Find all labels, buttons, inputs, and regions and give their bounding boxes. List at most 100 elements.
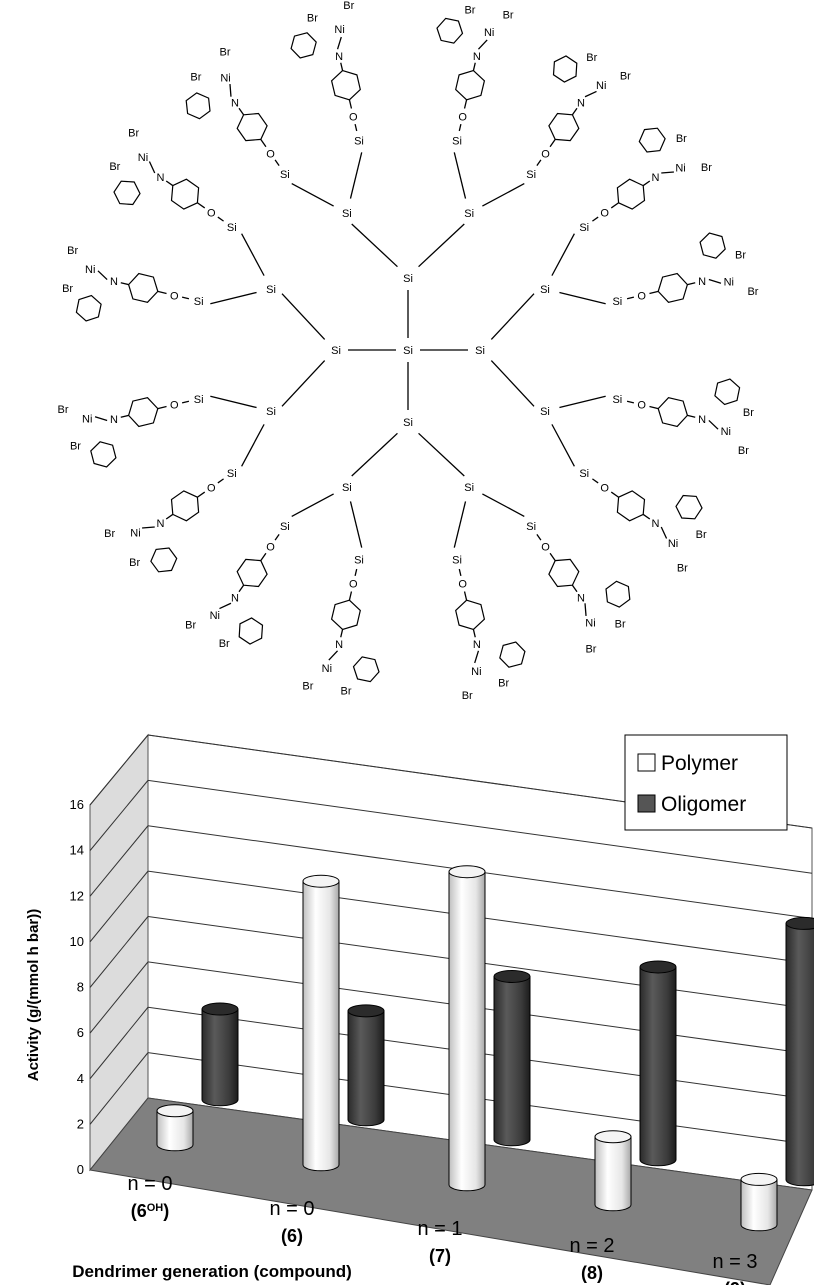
silicon-atom: Si	[280, 521, 290, 533]
nitrogen-atom: N	[156, 518, 164, 530]
nitrogen-atom: N	[231, 97, 239, 109]
nickel-atom: Ni	[668, 538, 678, 550]
gridline-side	[89, 780, 149, 851]
pyridine-ring	[113, 180, 141, 206]
nitrogen-atom: N	[473, 51, 481, 63]
silicon-atom: Si	[266, 406, 276, 418]
silicon-atom: Si	[540, 406, 550, 418]
aryl-ring	[548, 558, 580, 588]
pyridine-ring	[75, 294, 102, 322]
legend-swatch-oligomer	[637, 794, 656, 813]
pyridine-ring	[238, 617, 264, 645]
y-tick-label: 16	[70, 797, 84, 812]
bromine-atom: Br	[58, 404, 69, 416]
legend-box	[624, 734, 788, 831]
bromine-atom: Br	[747, 286, 758, 298]
oligomer-bar	[201, 1002, 239, 1107]
silicon-atom: Si	[464, 208, 474, 220]
nitrogen-atom: N	[156, 172, 164, 184]
aryl-ring	[330, 599, 361, 631]
gridline-side	[89, 825, 149, 897]
oxygen-atom: O	[637, 400, 646, 412]
bromine-atom: Br	[70, 441, 81, 453]
pyridine-ring	[605, 580, 631, 608]
aryl-ring	[616, 178, 646, 210]
silicon-atom: Si	[194, 394, 204, 406]
pyridine-ring	[638, 127, 666, 153]
bromine-atom: Br	[220, 47, 231, 59]
dendrimer-structure-diagram: SiSiSiSiONNiBrBrSiONNiBrBrSiSiONNiBrBrSi…	[58, 0, 759, 700]
bromine-atom: Br	[104, 528, 115, 540]
category-compound-label: (8)	[581, 1263, 603, 1283]
aryl-ring	[170, 490, 200, 522]
gridline-side	[89, 1052, 149, 1125]
bromine-atom: Br	[615, 618, 626, 630]
bromine-atom: Br	[503, 10, 514, 22]
y-tick-label: 14	[70, 843, 84, 858]
bromine-atom: Br	[343, 0, 354, 12]
nickel-atom: Ni	[138, 152, 148, 164]
chart-bars	[156, 865, 814, 1232]
category-compound-label: (9)	[724, 1279, 746, 1285]
legend-swatch-polymer	[637, 753, 656, 772]
core-silicon-atom: Si	[403, 345, 413, 357]
nitrogen-atom: N	[698, 276, 706, 288]
category-compound-label: (6OH)	[131, 1201, 170, 1221]
silicon-atom: Si	[526, 169, 536, 181]
oxygen-atom: O	[458, 111, 467, 123]
silicon-atom: Si	[227, 468, 237, 480]
aryl-ring	[616, 490, 646, 522]
y-axis-title: Activity (g/(mmol h bar))	[25, 909, 42, 1082]
pyridine-ring	[675, 494, 703, 520]
nickel-atom: Ni	[220, 72, 230, 84]
bromine-atom: Br	[302, 680, 313, 692]
silicon-atom: Si	[452, 554, 462, 566]
oxygen-atom: O	[349, 579, 358, 591]
bromine-atom: Br	[62, 283, 73, 295]
gridline	[147, 779, 813, 874]
bromine-atom: Br	[128, 128, 139, 140]
x-axis-title: Dendrimer generation (compound)	[72, 1262, 352, 1281]
y-tick-label: 12	[70, 888, 84, 903]
y-tick-label: 8	[77, 980, 84, 995]
oxygen-atom: O	[458, 579, 467, 591]
nickel-atom: Ni	[675, 163, 685, 175]
oligomer-bar	[347, 1004, 385, 1127]
nickel-atom: Ni	[596, 80, 606, 92]
category-n-label: n = 2	[569, 1235, 614, 1257]
bromine-atom: Br	[585, 643, 596, 655]
nickel-atom: Ni	[82, 413, 92, 425]
legend-label-oligomer: Oligomer	[661, 793, 746, 816]
pyridine-ring	[185, 92, 211, 120]
legend-label-polymer: Polymer	[661, 752, 738, 775]
nickel-atom: Ni	[585, 618, 595, 630]
pyridine-ring	[552, 55, 578, 83]
bromine-atom: Br	[464, 5, 475, 17]
bromine-atom: Br	[341, 685, 352, 697]
nitrogen-atom: N	[698, 414, 706, 426]
pyridine-ring	[436, 17, 464, 44]
nitrogen-atom: N	[577, 593, 585, 605]
bromine-atom: Br	[620, 71, 631, 83]
category-compound-label: (7)	[429, 1246, 451, 1266]
pyridine-ring	[699, 232, 726, 259]
pyridine-ring	[290, 32, 317, 59]
silicon-atom: Si	[612, 296, 622, 308]
nickel-atom: Ni	[724, 277, 734, 289]
silicon-atom: Si	[403, 273, 413, 285]
category-n-label: n = 3	[712, 1251, 757, 1273]
nitrogen-atom: N	[652, 518, 660, 530]
aryl-ring	[236, 558, 268, 588]
dendrimer-atom-labels: SiSiSiSiONNiBrBrSiONNiBrBrSiSiONNiBrBrSi…	[58, 0, 759, 700]
nickel-atom: Ni	[721, 426, 731, 438]
nitrogen-atom: N	[577, 97, 585, 109]
bromine-atom: Br	[219, 638, 230, 650]
silicon-atom: Si	[331, 345, 341, 357]
nickel-atom: Ni	[484, 27, 494, 39]
aryl-ring	[455, 599, 486, 631]
silicon-atom: Si	[579, 222, 589, 234]
silicon-atom: Si	[403, 417, 413, 429]
bromine-atom: Br	[738, 445, 749, 457]
